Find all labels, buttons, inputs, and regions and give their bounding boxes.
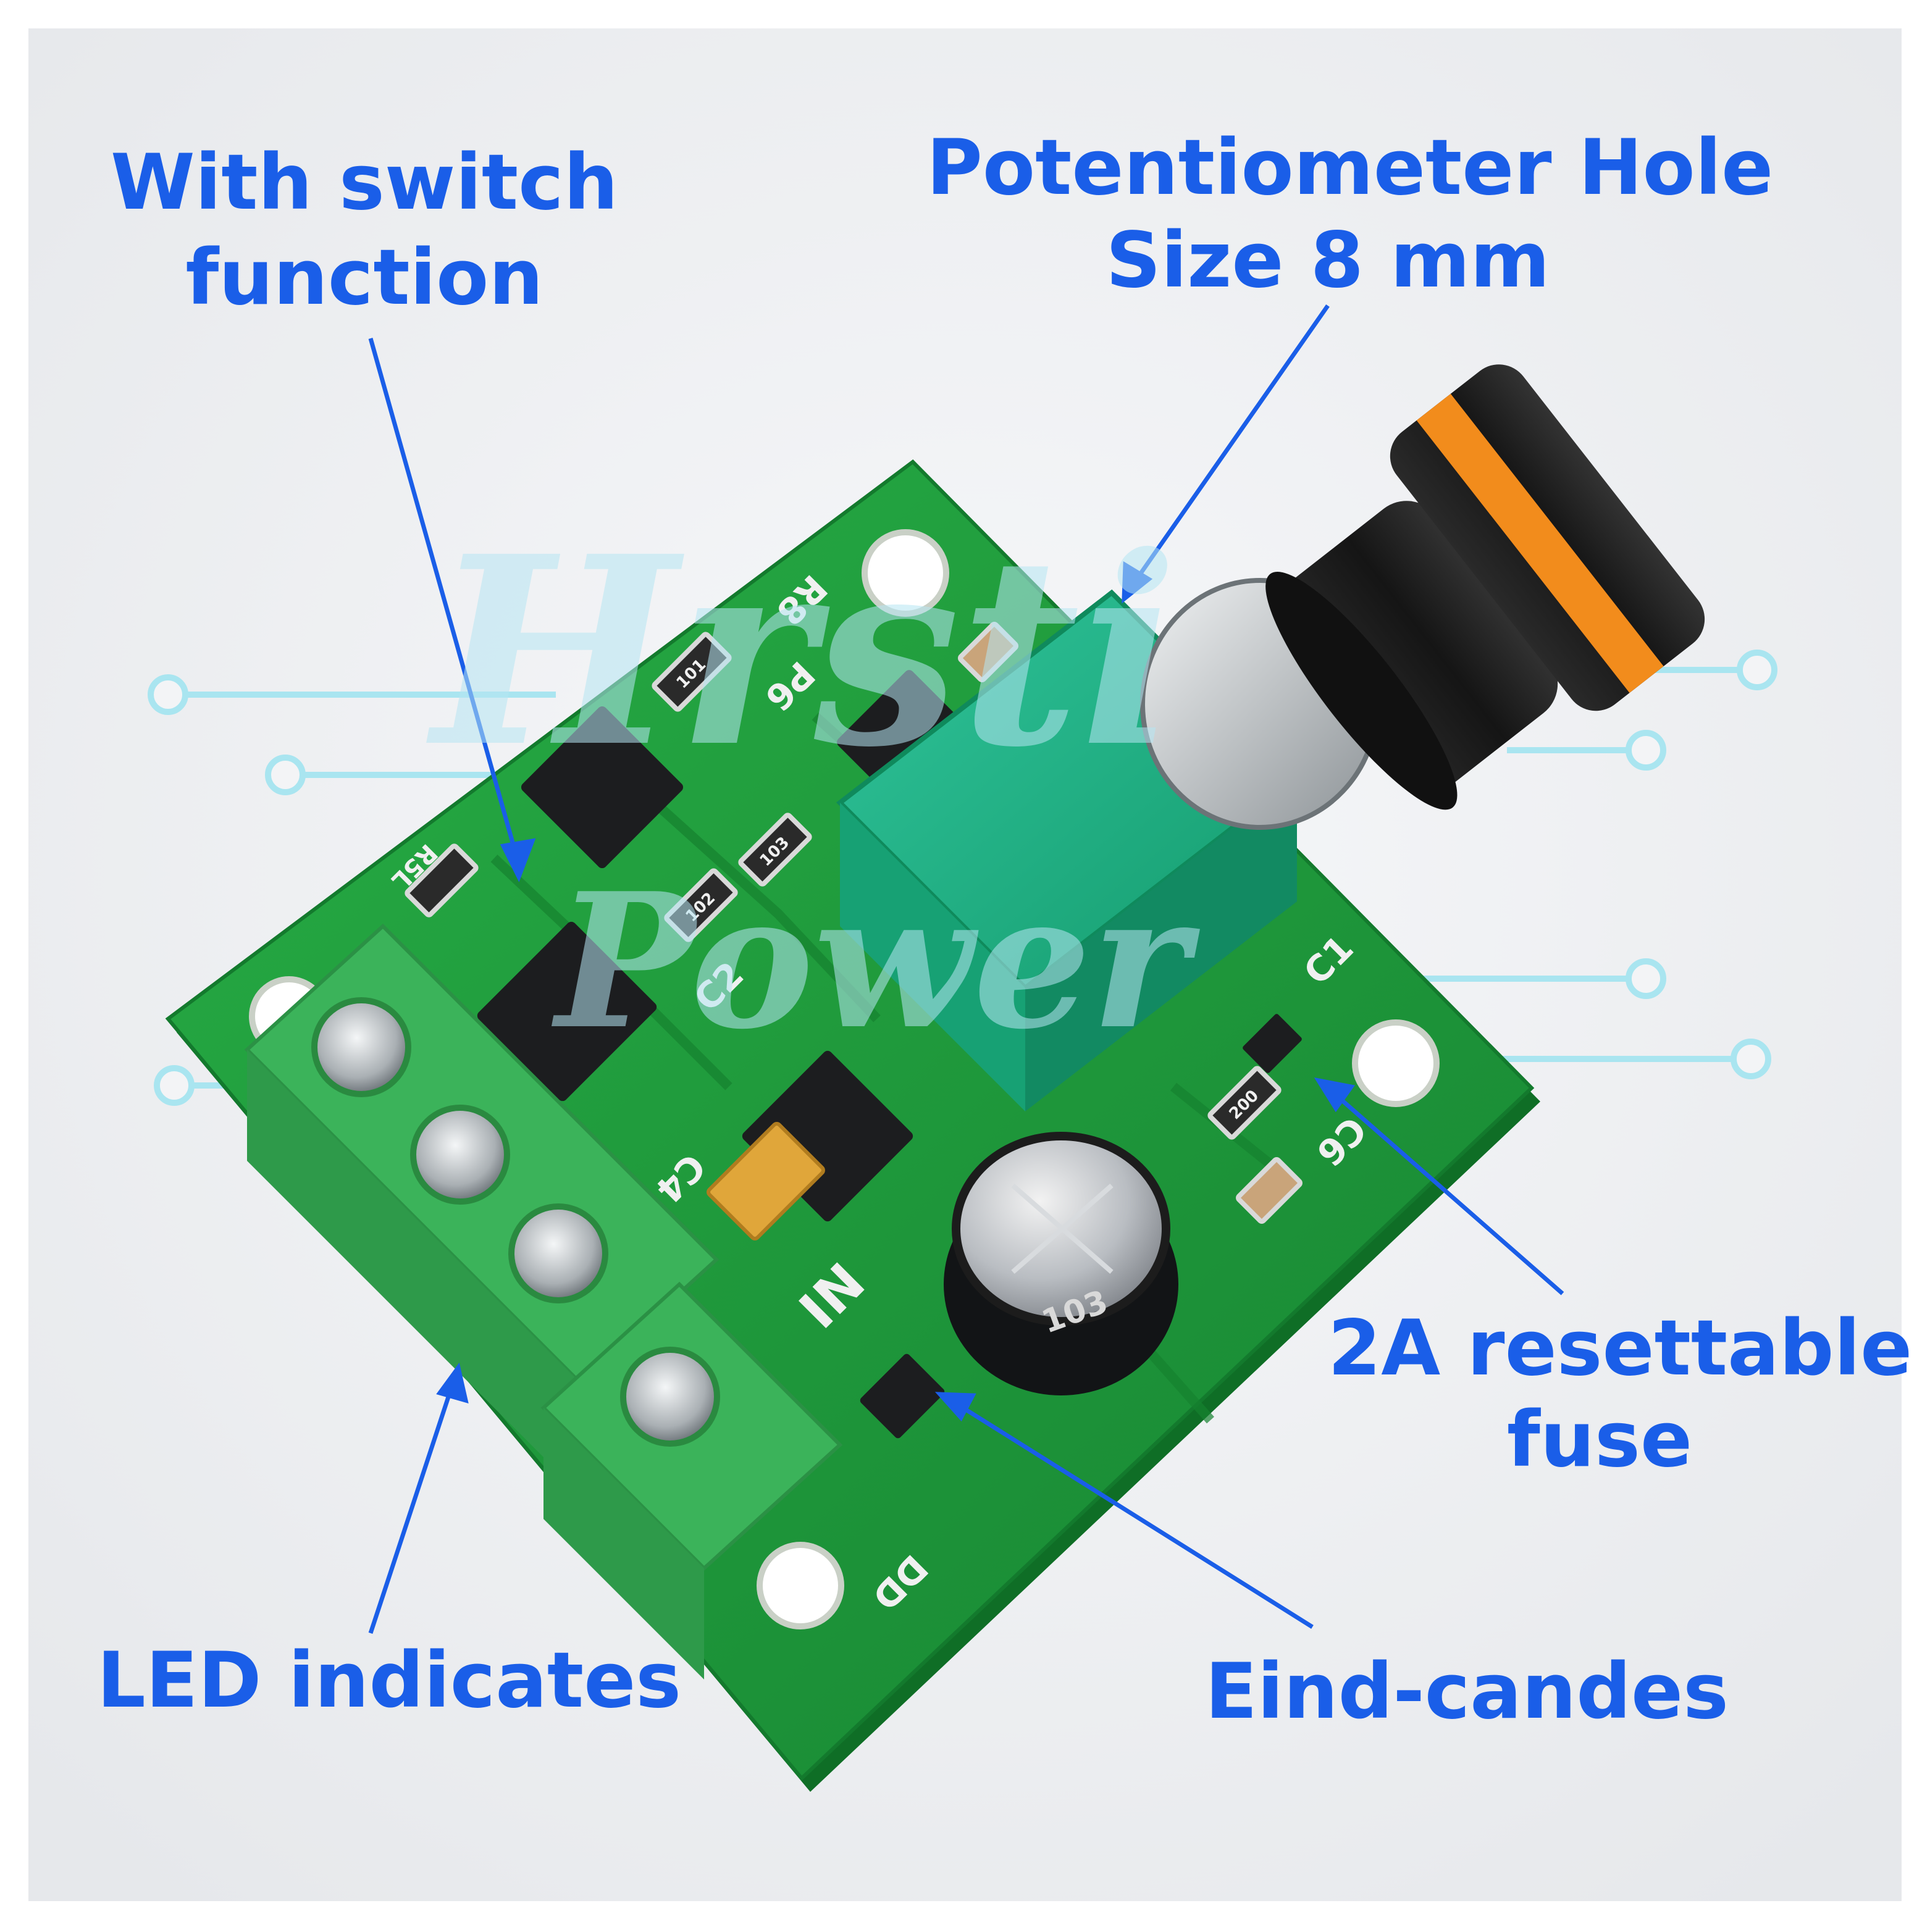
tantalum-capacitor	[707, 1122, 825, 1240]
pointer-led	[368, 1379, 456, 1634]
callout-potentiometer-line1: Potentiometer Hole	[926, 123, 1774, 212]
callout-resettable-fuse: 2A resettable fuse	[1328, 1304, 1913, 1484]
arrowhead-potentiometer	[1122, 561, 1153, 604]
callout-fuse-line2: fuse	[1506, 1395, 1693, 1484]
pointer-switch	[368, 338, 521, 865]
pointer-fuse	[1326, 1086, 1564, 1295]
callout-switch-function-line2: function	[185, 233, 543, 322]
callout-fuse-line1: 2A resettable	[1328, 1304, 1913, 1393]
callout-switch-function-line1: With switch	[111, 138, 618, 227]
mounting-hole-top	[862, 529, 949, 617]
pointer-lines	[368, 304, 1564, 1634]
arrowhead-diodes	[934, 1392, 976, 1422]
watermark-line1: Hrsti	[432, 500, 1179, 805]
smd-components	[405, 621, 1303, 1439]
mounting-hole-right	[1352, 1019, 1440, 1107]
pointer-diodes	[950, 1399, 1314, 1629]
callout-potentiometer-line2: Size 8 mm	[1106, 216, 1550, 305]
resettable-fuse-chip	[1243, 1014, 1302, 1073]
electrolytic-capacitor	[944, 1132, 1178, 1395]
knob	[1265, 364, 1705, 810]
callout-diodes: Eind-candes	[1205, 1647, 1729, 1736]
terminal-block	[244, 923, 843, 1679]
callout-switch-function: With switch function	[93, 138, 636, 322]
arrowhead-led	[436, 1362, 469, 1403]
knob-stripe	[1416, 393, 1664, 693]
callout-potentiometer-hole: Potentiometer Hole Size 8 mm	[926, 123, 1774, 305]
arrowhead-fuse	[1314, 1077, 1356, 1113]
led-diode	[860, 1353, 945, 1439]
mounting-hole-bottom	[757, 1542, 844, 1629]
watermark-line2: Power	[556, 852, 1189, 1070]
terminal-screws	[311, 997, 720, 1447]
arrowhead-switch	[500, 838, 536, 882]
pointer-potentiometer	[1130, 304, 1330, 588]
callout-led-indicates: LED indicates	[96, 1636, 682, 1725]
